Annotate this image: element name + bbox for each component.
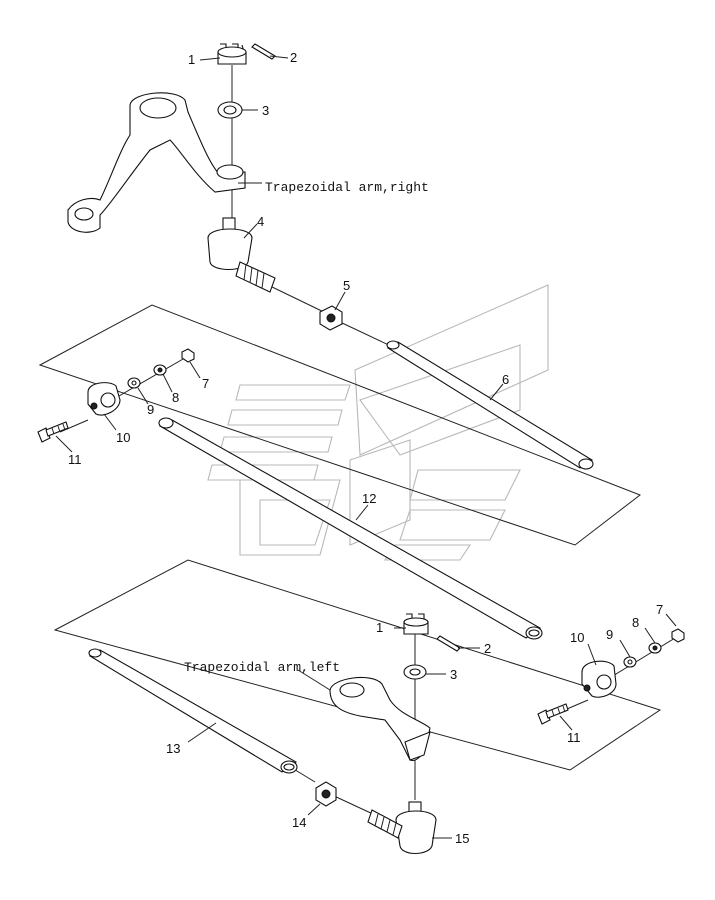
castle-nut-upper (217, 43, 247, 65)
callout-upper-2: 2 (290, 50, 297, 65)
hex-nut-lower-7 (671, 628, 685, 643)
watermark-logo (207, 284, 549, 561)
axis-lines (59, 65, 681, 816)
callout-lower-7: 7 (656, 602, 663, 617)
callout-lower-9: 9 (606, 627, 613, 642)
callout-upper-11: 11 (68, 452, 82, 467)
callout-upper-7: 7 (202, 376, 209, 391)
washer-lower (403, 664, 427, 680)
spring-washer-upper-8 (153, 364, 167, 376)
cotter-pin-upper (251, 43, 276, 60)
washer-upper-9 (127, 377, 141, 389)
leader-lines (55, 55, 677, 839)
callout-upper-3: 3 (262, 103, 269, 118)
callout-lower-15: 15 (455, 831, 469, 846)
callout-mid-12: 12 (362, 491, 376, 506)
trapezoidal-arm-left (329, 677, 431, 762)
callout-upper-8: 8 (172, 390, 179, 405)
callout-lower-10: 10 (570, 630, 584, 645)
callout-upper-9: 9 (147, 402, 154, 417)
tie-rod-tube-13 (88, 648, 298, 774)
callout-upper-5: 5 (343, 278, 350, 293)
callout-lower-8: 8 (632, 615, 639, 630)
callout-upper-4: 4 (257, 214, 264, 229)
caption-trapezoidal-arm-left: Trapezoidal arm,left (184, 660, 340, 675)
callout-lower-13: 13 (166, 741, 180, 756)
hex-nut-upper-5 (319, 305, 343, 331)
hex-nut-lower-14 (315, 781, 337, 807)
spring-washer-lower-8 (648, 642, 662, 654)
callout-lower-3: 3 (450, 667, 457, 682)
bolt-lower-11 (537, 703, 569, 725)
tie-rod-tube-6 (386, 340, 594, 470)
clamp-upper-10 (87, 382, 121, 416)
tie-rod-tube-12 (158, 417, 543, 640)
bolt-upper-11 (37, 421, 69, 443)
callout-lower-2: 2 (484, 641, 491, 656)
trapezoidal-arm-right (67, 92, 246, 233)
callout-upper-1: 1 (188, 52, 195, 67)
upper-assembly-plane (38, 304, 642, 546)
clamp-lower-10 (581, 660, 617, 698)
callout-upper-6: 6 (502, 372, 509, 387)
hex-nut-upper-7 (181, 348, 195, 363)
ball-joint-upper (207, 217, 276, 293)
caption-trapezoidal-arm-right: Trapezoidal arm,right (265, 180, 429, 195)
castle-nut-lower (403, 613, 429, 635)
callout-lower-11: 11 (567, 730, 581, 745)
washer-upper (217, 101, 243, 119)
callout-upper-10: 10 (116, 430, 130, 445)
cotter-pin-lower (436, 635, 461, 652)
washer-lower-9 (623, 656, 637, 668)
ball-joint-lower (367, 801, 437, 855)
callout-lower-1: 1 (376, 620, 383, 635)
callout-lower-14: 14 (292, 815, 306, 830)
